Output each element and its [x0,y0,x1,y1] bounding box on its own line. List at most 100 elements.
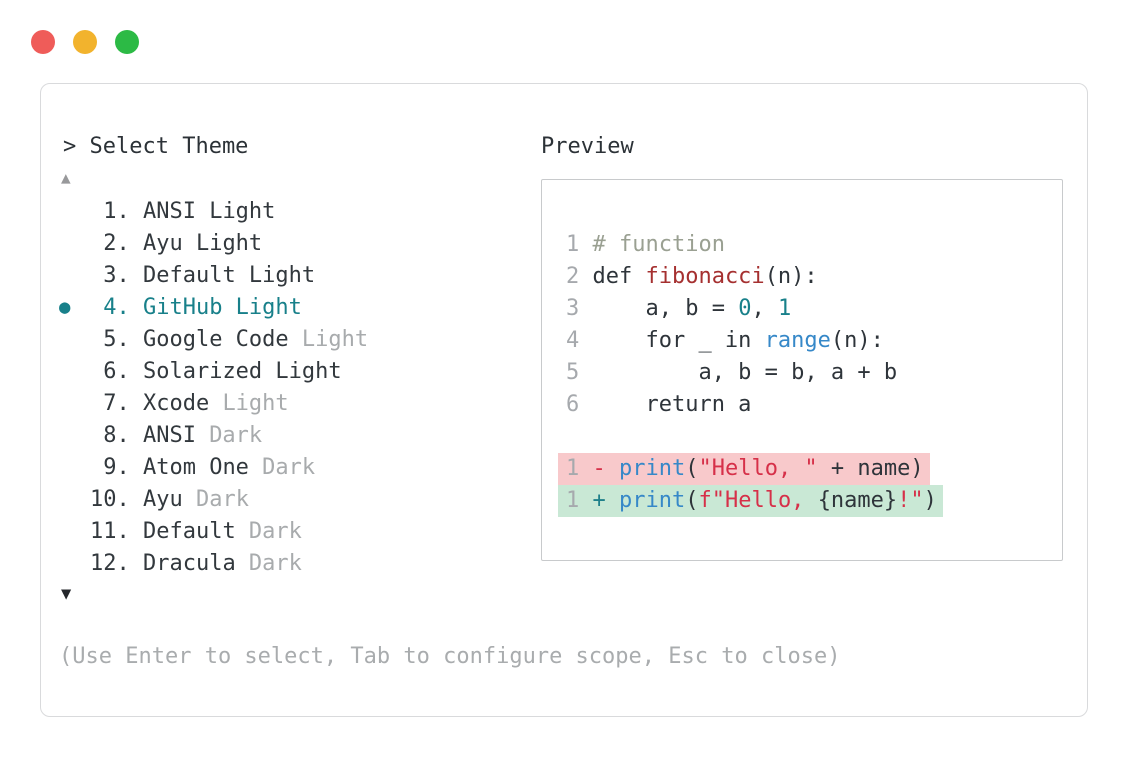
theme-item-solarized-light[interactable]: 6. Solarized Light [57,355,368,387]
line-number: 5 [566,360,580,385]
diff-highlight: 1- print("Hello, " + name) [558,453,930,485]
code-token-plain: def [592,264,646,289]
code-token-plain: (n): [830,328,884,353]
theme-number: 4. [103,294,130,320]
code-token-builtin: print [618,488,686,513]
code-line: 4 for _ in range(n): [566,325,1062,357]
line-number: 2 [566,264,580,289]
theme-number: 9. [103,454,130,480]
window-controls [31,30,139,54]
code-token-string: f"Hello, [698,488,818,513]
diff-added-line: 1 + print(f"Hello, {name}!") [558,485,1062,517]
dialog-title: > Select Theme [63,134,249,159]
line-number: 1 [566,456,580,481]
theme-name: Dracula [142,550,236,576]
theme-number: 3. [103,262,130,288]
theme-name: ANSI [142,422,196,448]
code-token-plain: {name} [817,488,898,513]
code-line: 6 return a [566,389,1062,421]
line-number: 3 [566,296,580,321]
code-token-plain: a, b = [592,296,739,321]
code-token-plain: ) [923,488,937,513]
theme-picker-dialog: > Select Theme ▲ 1. ANSI Light 2. Ayu Light… [40,83,1088,717]
code-blank-line [566,421,1062,453]
code-token-plain: , [751,296,778,321]
theme-variant: Light [301,326,369,352]
theme-number: 2. [103,230,130,256]
line-number: 1 [566,232,580,257]
code-line: 1 # function [566,229,1062,261]
theme-number: 1. [103,198,130,224]
diff-removed-line: 1- print("Hello, " + name) [558,453,1062,485]
code-token-plain: (n): [764,264,818,289]
theme-name: GitHub Light [142,294,302,320]
code-line: 2 def fibonacci(n): [566,261,1062,293]
theme-number: 5. [103,326,130,352]
theme-item-atom-one[interactable]: 9. Atom One Dark [57,451,368,483]
line-number: 4 [566,328,580,353]
theme-name: Google Code [142,326,289,352]
code-token-builtin: range [764,328,831,353]
theme-name: Xcode [142,390,210,416]
code-token-plain: ( [685,488,699,513]
code-token-plain: + name) [817,456,924,481]
line-number: 1 [566,488,580,513]
diff-highlight: 1 + print(f"Hello, {name}!") [558,485,943,517]
close-button[interactable] [31,30,55,54]
code-line: 3 a, b = 0, 1 [566,293,1062,325]
theme-name: Default Light [142,262,316,288]
theme-item-default-light[interactable]: 3. Default Light [57,259,368,291]
code-token-plain: ( [685,456,699,481]
theme-number: 7. [103,390,130,416]
theme-number: 6. [103,358,130,384]
theme-name: Ayu [142,486,183,512]
theme-name: Ayu Light [142,230,263,256]
scroll-up-icon[interactable]: ▲ [61,168,71,187]
theme-variant: Dark [248,550,302,576]
theme-number: 8. [103,422,130,448]
maximize-button[interactable] [115,30,139,54]
code-token-string: !" [897,488,924,513]
keyboard-hint: (Use Enter to select, Tab to configure s… [59,644,841,669]
theme-item-default[interactable]: 11. Default Dark [57,515,368,547]
theme-name: Default [142,518,236,544]
theme-variant: Dark [262,454,316,480]
theme-variant: Light [222,390,289,416]
code-token-plain: for _ in [592,328,765,353]
code-token-string: "Hello, " [698,456,818,481]
selected-bullet-icon: ● [59,296,71,318]
theme-item-google-code[interactable]: 5. Google Code Light [57,323,368,355]
code-token-plus: + [592,488,619,513]
minimize-button[interactable] [73,30,97,54]
code-line: 5 a, b = b, a + b [566,357,1062,389]
code-token-builtin: print [618,456,686,481]
theme-item-ayu[interactable]: 10. Ayu Dark [57,483,368,515]
scroll-down-icon[interactable]: ▼ [61,584,72,604]
theme-name: Atom One [142,454,249,480]
theme-item-dracula[interactable]: 12. Dracula Dark [57,547,368,579]
code-token-plain: return a [592,392,752,417]
theme-number: 12. [90,550,130,576]
preview-title: Preview [541,134,634,159]
code-token-num: 0 [738,296,752,321]
theme-number: 10. [90,486,130,512]
theme-variant: Dark [195,486,249,512]
code-token-comment: # function [592,232,725,257]
theme-item-ayu-light[interactable]: 2. Ayu Light [57,227,368,259]
line-number: 6 [566,392,580,417]
theme-number: 11. [90,518,130,544]
code-token-minus: - [592,456,619,481]
theme-list: 1. ANSI Light 2. Ayu Light 3. Default Light ● 4… [57,195,368,579]
code-token-func: fibonacci [645,264,765,289]
theme-item-github-light[interactable]: ● 4. GitHub Light [57,291,368,323]
code-token-plain: a, b = b, a + b [592,360,898,385]
theme-variant: Dark [248,518,302,544]
theme-item-ansi-light[interactable]: 1. ANSI Light [57,195,368,227]
code-token-num: 1 [777,296,792,321]
theme-name: ANSI Light [142,198,276,224]
theme-item-xcode[interactable]: 7. Xcode Light [57,387,368,419]
theme-name: Solarized Light [142,358,342,384]
